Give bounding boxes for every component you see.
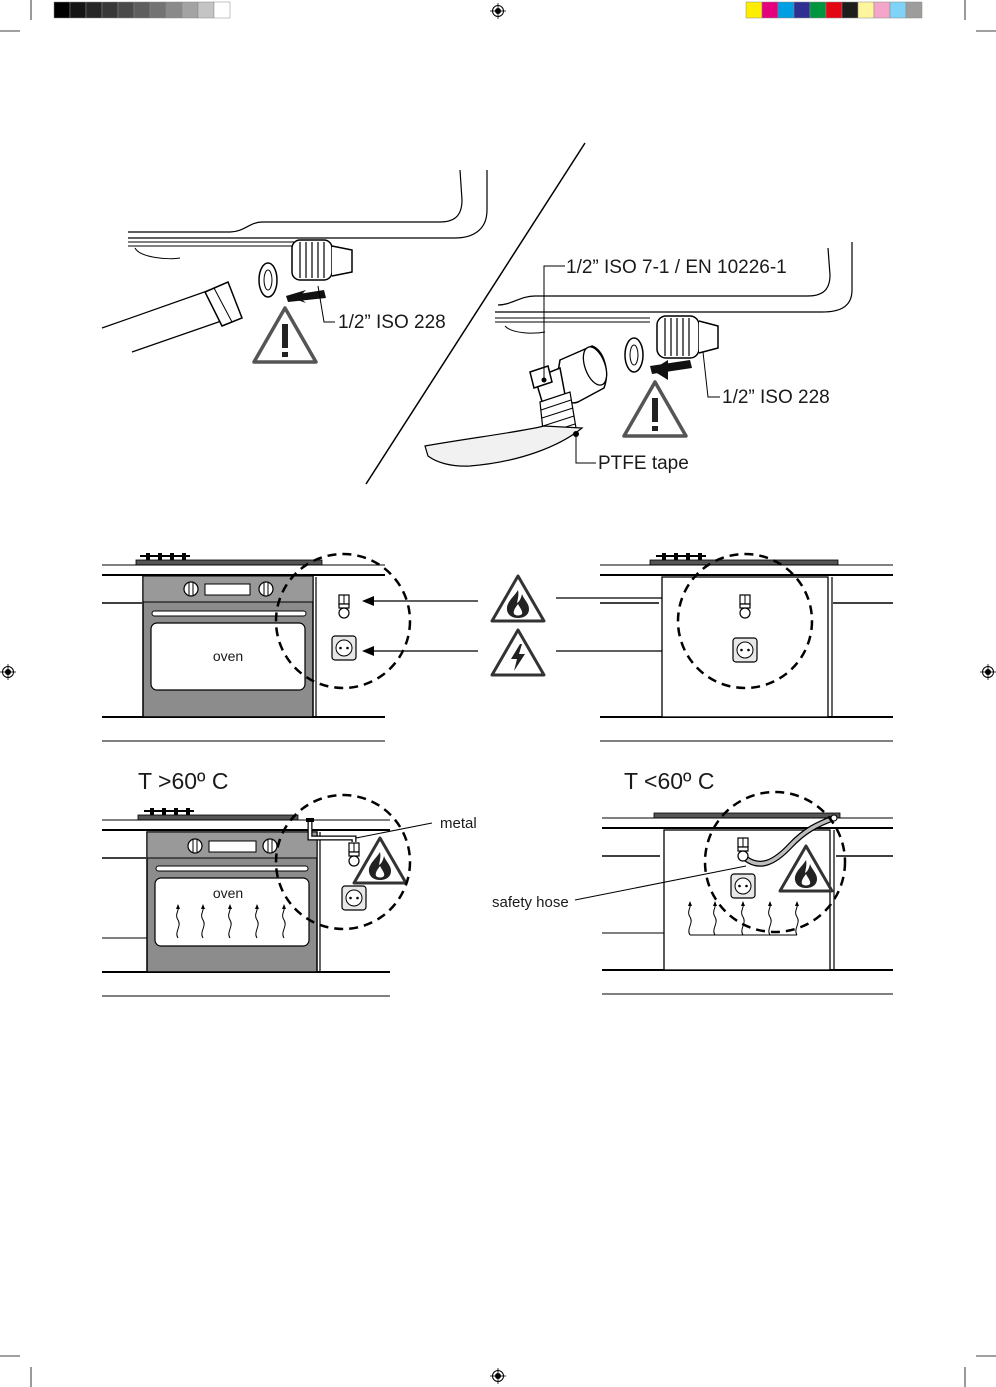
color-patch xyxy=(858,2,874,18)
color-patch xyxy=(794,2,810,18)
label-oven-top: oven xyxy=(213,648,243,664)
label-oven-bottom: oven xyxy=(213,885,243,901)
hose-connection-diagram: 1/2” ISO 228 xyxy=(102,143,852,484)
gas-valve-icon xyxy=(740,595,750,618)
flame-triangle-icon xyxy=(492,576,544,621)
color-patch xyxy=(874,2,890,18)
sealing-washer-right xyxy=(625,338,643,372)
flame-triangle-icon xyxy=(354,838,406,883)
power-socket-icon xyxy=(332,636,356,660)
color-patch xyxy=(70,2,86,18)
gas-valve-icon xyxy=(349,843,359,866)
process-color-bar xyxy=(746,2,922,18)
power-socket-icon xyxy=(342,886,366,910)
power-socket-icon xyxy=(733,638,757,662)
threaded-fitting-right xyxy=(657,316,718,358)
color-patch xyxy=(150,2,166,18)
label-ptfe-tape: PTFE tape xyxy=(598,453,689,474)
lightning-triangle-icon xyxy=(492,630,544,675)
registration-mark-icon xyxy=(490,1368,506,1384)
power-socket-icon xyxy=(731,874,755,898)
cabinet-empty-bottom-right: safety hose xyxy=(492,792,893,994)
color-patch xyxy=(762,2,778,18)
label-iso7-en10226: 1/2” ISO 7-1 / EN 10226-1 xyxy=(566,257,787,278)
elbow-adapter xyxy=(530,344,611,440)
registration-mark-icon xyxy=(490,3,506,19)
label-safety-hose: safety hose xyxy=(492,894,569,911)
ptfe-tape-roll xyxy=(425,426,582,466)
color-patch xyxy=(182,2,198,18)
label-iso228-left: 1/2” ISO 228 xyxy=(338,312,446,333)
cabinet-oven-bottom-left: oven metal xyxy=(102,795,477,996)
color-patch xyxy=(214,2,230,18)
cabinet-oven-left: oven xyxy=(102,553,410,741)
label-iso228-right: 1/2” ISO 228 xyxy=(722,387,830,408)
threaded-fitting-left xyxy=(292,240,352,280)
color-patch xyxy=(134,2,150,18)
color-patch xyxy=(778,2,794,18)
color-patch xyxy=(54,2,70,18)
color-patch xyxy=(890,2,906,18)
grayscale-color-bar xyxy=(54,2,230,18)
color-patch xyxy=(118,2,134,18)
sealing-washer-left xyxy=(259,263,277,297)
label-temp-low: T <60º C xyxy=(624,768,714,794)
gas-valve-icon xyxy=(339,595,349,618)
color-patch xyxy=(102,2,118,18)
exclamation-triangle-icon xyxy=(254,308,316,362)
label-metal: metal xyxy=(440,815,477,832)
gas-hose-left xyxy=(102,282,242,352)
color-patch xyxy=(826,2,842,18)
color-patch xyxy=(842,2,858,18)
color-patch xyxy=(906,2,922,18)
color-patch xyxy=(198,2,214,18)
registration-mark-icon xyxy=(0,664,16,680)
color-patch xyxy=(810,2,826,18)
gas-valve-icon xyxy=(738,838,748,861)
color-patch xyxy=(166,2,182,18)
color-patch xyxy=(86,2,102,18)
label-temp-high: T >60º C xyxy=(138,768,228,794)
exclamation-triangle-icon xyxy=(624,382,686,436)
registration-mark-icon xyxy=(980,664,996,680)
color-patch xyxy=(746,2,762,18)
cabinet-empty-right xyxy=(600,553,893,741)
